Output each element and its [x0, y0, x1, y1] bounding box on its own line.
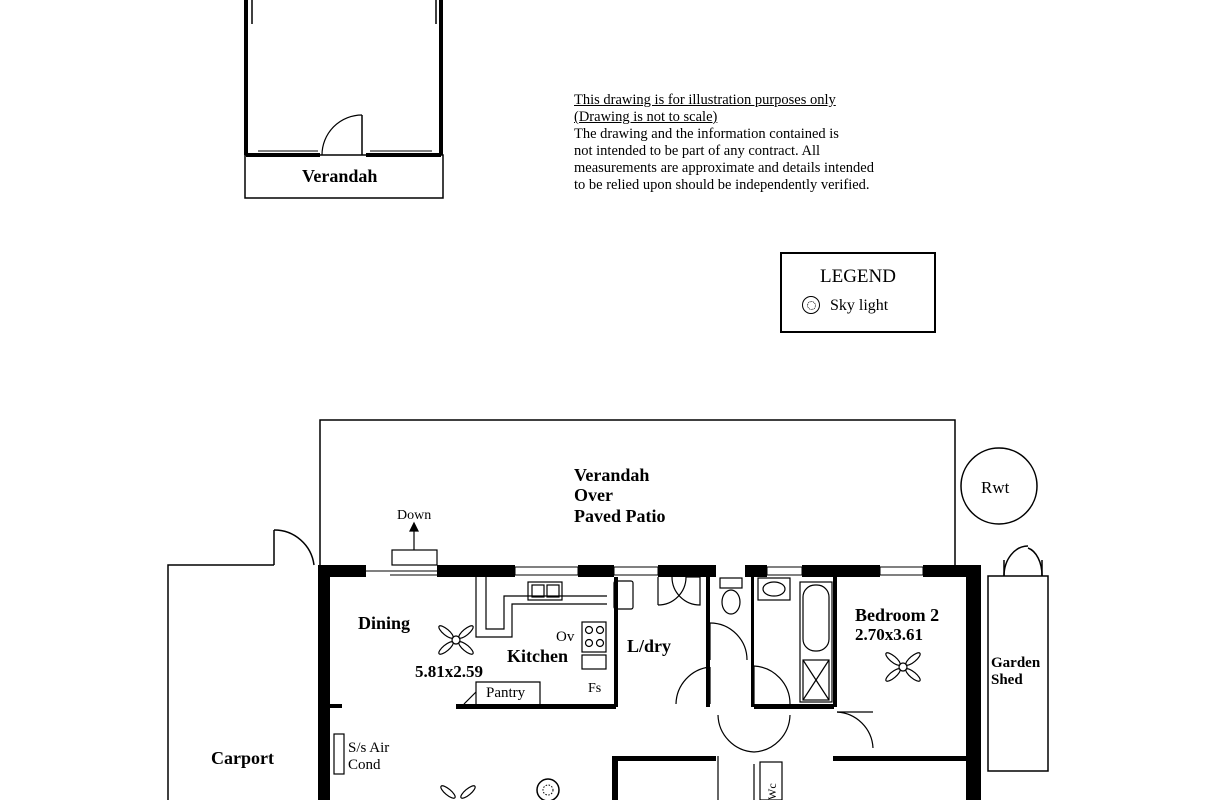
- label-fridge: Fs: [588, 681, 601, 696]
- label-dining: Dining: [358, 613, 410, 633]
- garden-shed: [987, 545, 1049, 772]
- label-wc: Wc: [765, 783, 779, 800]
- disclaimer-line: (Drawing is not to scale): [574, 109, 718, 125]
- aircon-unit: [333, 733, 345, 775]
- label-dining-size: 5.81x2.59: [415, 662, 483, 681]
- top-building: [244, 0, 444, 199]
- hall-doors: [675, 665, 874, 800]
- label-kitchen: Kitchen: [507, 646, 568, 666]
- disclaimer-line: measurements are approximate and details…: [574, 160, 874, 176]
- label-verandah-main: Verandah: [574, 465, 649, 485]
- label-bedroom2: Bedroom 2: [855, 605, 939, 625]
- disclaimer-line: This drawing is for illustration purpose…: [574, 92, 836, 108]
- house-walls: [318, 565, 981, 800]
- ceiling-fan-icon: [440, 785, 476, 799]
- label-shed: Shed: [991, 672, 1023, 688]
- windows: [366, 566, 924, 576]
- label-laundry: L/dry: [627, 636, 671, 656]
- label-aircon-1: S/s Air: [348, 740, 389, 756]
- label-verandah-over: Over: [574, 485, 613, 505]
- toilet: [709, 577, 748, 661]
- disclaimer-line: The drawing and the information containe…: [574, 126, 839, 142]
- rainwater-tank: [960, 447, 1038, 525]
- legend-box: LEGEND Sky light: [780, 252, 936, 333]
- legend-title: LEGEND: [820, 266, 896, 287]
- laundry-fittings: [613, 576, 701, 610]
- label-verandah-top: Verandah: [302, 166, 377, 186]
- ceiling-fan-icon: [438, 625, 474, 655]
- kitchen-fittings: [463, 577, 607, 705]
- label-bedroom2-size: 2.70x3.61: [855, 625, 923, 644]
- disclaimer-line: to be relied upon should be independentl…: [574, 177, 870, 193]
- ceiling-fan-icon: [885, 652, 921, 682]
- step-down-arrow: [391, 521, 438, 566]
- legend-item-skylight: Sky light: [830, 297, 889, 314]
- label-paved-patio: Paved Patio: [574, 506, 666, 526]
- label-carport: Carport: [211, 748, 274, 768]
- disclaimer-line: not intended to be part of any contract.…: [574, 143, 821, 159]
- label-down: Down: [397, 508, 431, 523]
- label-aircon-2: Cond: [348, 757, 381, 773]
- verandah-patio: [319, 419, 956, 565]
- disclaimer-text: This drawing is for illustration purpose…: [574, 92, 954, 194]
- label-garden: Garden: [991, 655, 1041, 671]
- skylight-icon: [536, 778, 560, 800]
- carport: [167, 529, 315, 800]
- label-oven: Ov: [556, 629, 575, 645]
- label-pantry: Pantry: [486, 685, 526, 701]
- bathroom-fittings: [757, 577, 833, 703]
- skylight-icon: [802, 296, 820, 314]
- label-rwt: Rwt: [981, 478, 1010, 497]
